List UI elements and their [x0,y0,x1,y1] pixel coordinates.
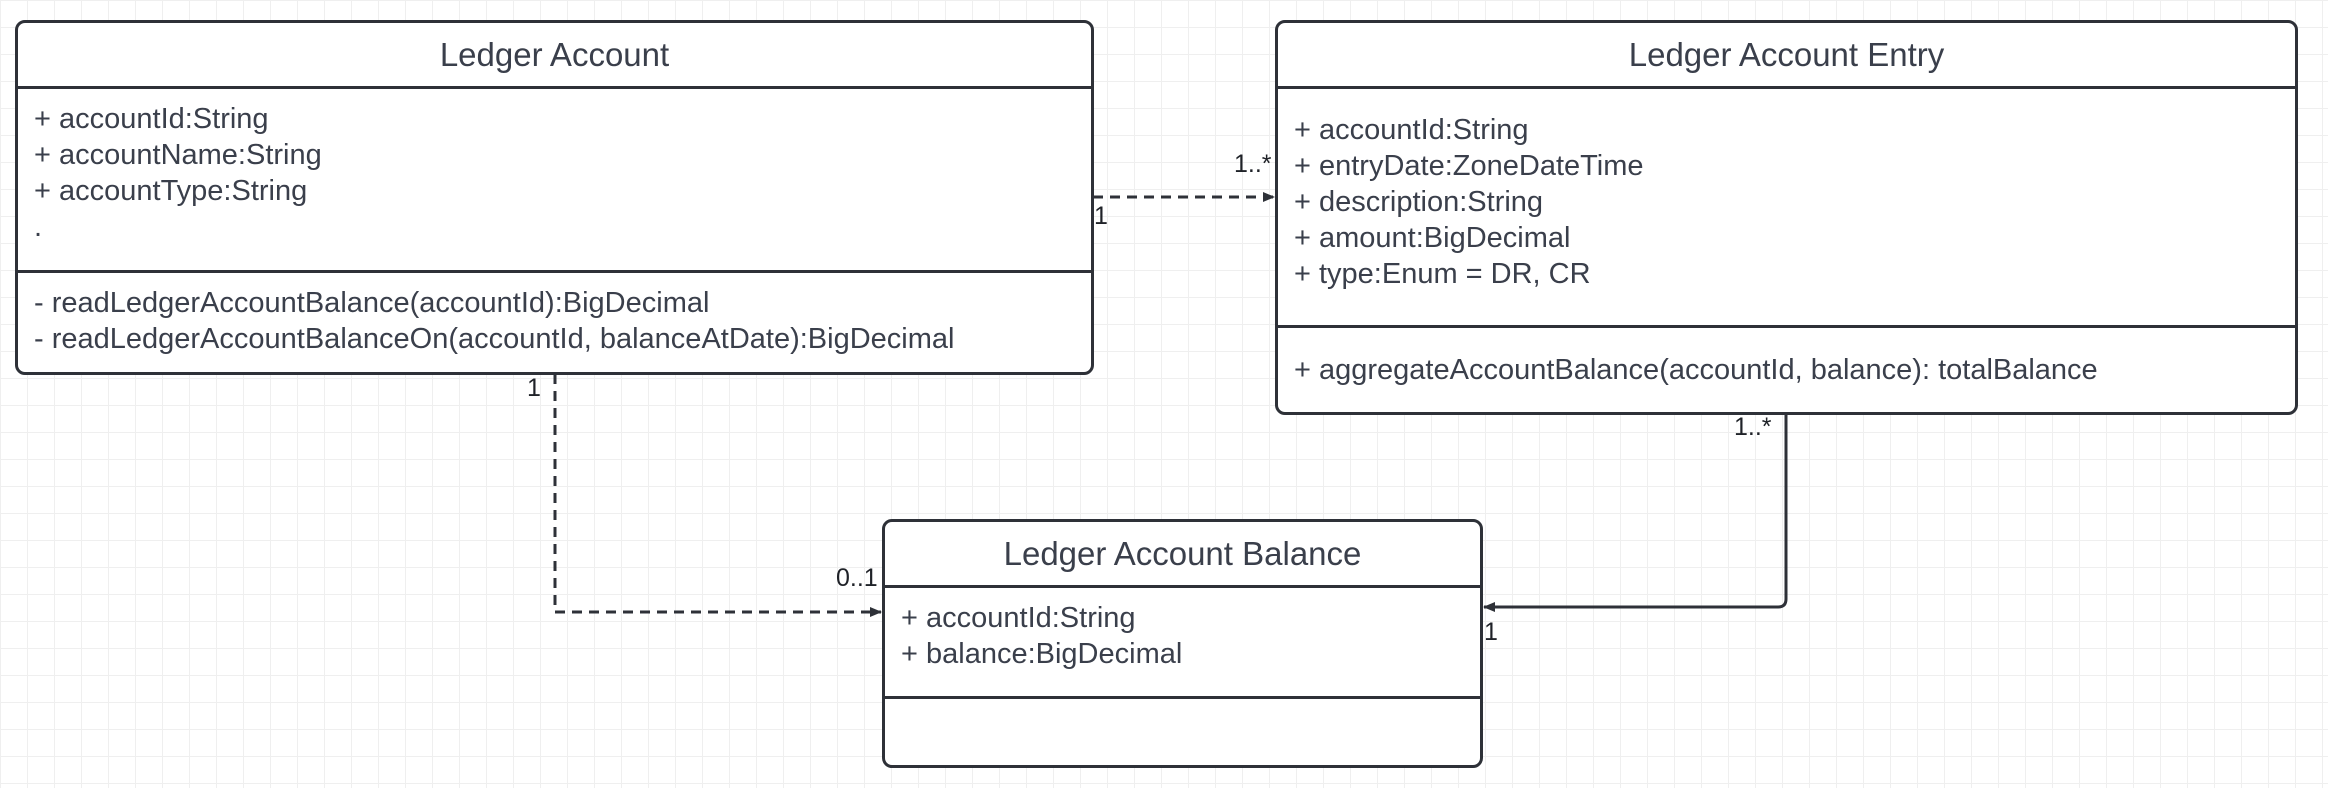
attribute: + type:Enum = DR, CR [1294,258,1591,290]
attributes-section: + accountId:String + balance:BigDecimal [885,588,1480,696]
multiplicity-label: 0..1 [836,564,878,592]
attribute: + balance:BigDecimal [901,638,1183,670]
methods-section [885,696,1480,765]
multiplicity-label: 1..* [1734,413,1772,441]
attribute: + accountId:String [1294,114,1529,146]
method: - readLedgerAccountBalance(accountId):Bi… [34,287,710,319]
class-name: Ledger Account Entry [1278,23,2295,89]
attribute: + accountId:String [34,103,269,135]
methods-section: - readLedgerAccountBalance(accountId):Bi… [18,270,1091,372]
attributes-section: + accountId:String + accountName:String … [18,89,1091,270]
multiplicity-label: 1..* [1234,150,1272,178]
class-name: Ledger Account Balance [885,522,1480,588]
attributes-section: + accountId:String + entryDate:ZoneDateT… [1278,89,2295,325]
multiplicity-label: 1 [527,374,541,402]
attribute: + amount:BigDecimal [1294,222,1571,254]
class-ledger-account-balance[interactable]: Ledger Account Balance + accountId:Strin… [882,519,1483,768]
relation-entry-to-balance [1483,415,1788,612]
relation-account-to-balance [553,374,882,617]
attribute: + accountId:String [901,602,1136,634]
class-ledger-account-entry[interactable]: Ledger Account Entry + accountId:String … [1275,20,2298,415]
multiplicity-label: 1 [1094,202,1108,230]
method: - readLedgerAccountBalanceOn(accountId, … [34,323,955,355]
attribute: . [34,211,43,243]
attribute: + entryDate:ZoneDateTime [1294,150,1644,182]
class-ledger-account[interactable]: Ledger Account + accountId:String + acco… [15,20,1094,375]
method: + aggregateAccountBalance(accountId, bal… [1294,354,2098,386]
class-name: Ledger Account [18,23,1091,89]
attribute: + accountType:String [34,175,308,207]
attribute: + description:String [1294,186,1544,218]
multiplicity-label: 1 [1484,618,1498,646]
methods-section: + aggregateAccountBalance(accountId, bal… [1278,325,2295,412]
attribute: + accountName:String [34,139,322,171]
